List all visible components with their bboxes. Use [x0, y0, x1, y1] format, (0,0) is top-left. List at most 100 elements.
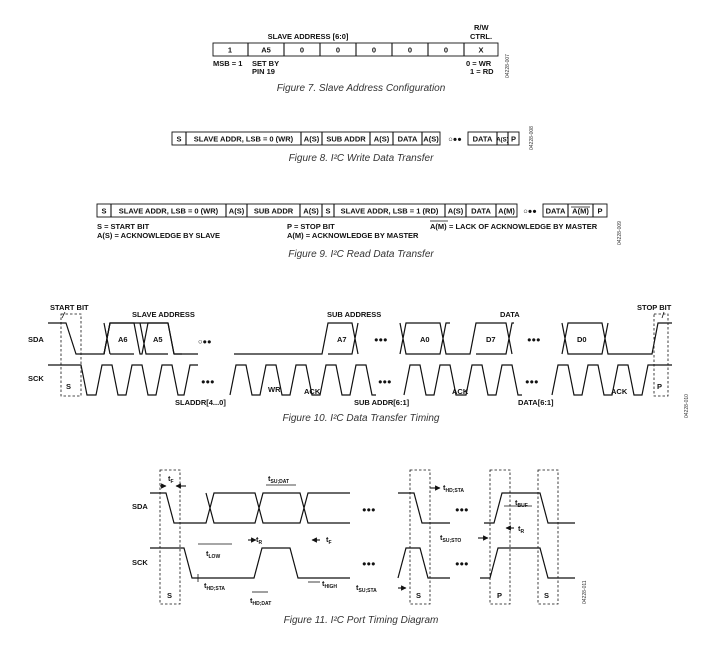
s-label: S [544, 591, 549, 600]
sck-waveform-right [403, 364, 522, 396]
t-su-sto-annotation: tSU;STO [440, 533, 489, 544]
svg-text:tR: tR [518, 524, 525, 535]
frame-cell: A(S) [374, 135, 390, 144]
start-s-label: S [66, 382, 71, 391]
read-frame-left [96, 203, 518, 218]
t-buf-annotation: tBUF [504, 498, 532, 509]
t-r-annotation-2: tR [248, 535, 263, 546]
stop-p-label: P [657, 382, 662, 391]
frame-cell: SLAVE ADDR, LSB = 0 (WR) [119, 207, 219, 216]
sda-label: SDA [132, 502, 148, 511]
bit-label: A7 [337, 335, 347, 344]
frame-ellipsis: ○●● [448, 135, 462, 144]
sck-label: SCK [28, 374, 44, 383]
frame-cell: A(S) [229, 207, 245, 216]
t-f-annotation: tF [160, 474, 186, 489]
frame-cell: SUB ADDR [326, 135, 366, 144]
bit-cell: 1 [228, 46, 232, 55]
address-dividers [247, 43, 465, 56]
svg-text:tHD;STA: tHD;STA [443, 483, 464, 494]
frame-cell: S [325, 207, 330, 216]
msb-note: MSB = 1 [213, 59, 242, 68]
t-su-dat-annotation: tSU;DAT [266, 474, 296, 486]
sda-ellipsis: ●●● [362, 505, 376, 514]
set-by-note-2: PIN 19 [252, 67, 275, 76]
figure-9-read-transfer: S SLAVE ADDR, LSB = 0 (WR) A(S) SUB ADDR… [96, 203, 623, 260]
frame-cell: SUB ADDR [254, 207, 294, 216]
write-frame-right [467, 131, 520, 146]
sda-ellipsis: ●●● [455, 505, 469, 514]
legend-stop-bit: P = STOP BIT [287, 222, 335, 231]
t-hd-sta-annotation-2: tHD;STA [197, 574, 225, 592]
sck-label: SCK [132, 558, 148, 567]
bit-label: A0 [420, 335, 430, 344]
legend-ack-master: A(M) = ACKNOWLEDGE BY MASTER [287, 231, 419, 240]
bit-cell: 0 [372, 46, 376, 55]
svg-text:tBUF: tBUF [515, 498, 528, 509]
slave-address-label: SLAVE ADDRESS [132, 310, 195, 319]
legend-start-bit: S = START BIT [97, 222, 150, 231]
sck-waveform [48, 364, 198, 396]
figure-code: 04228-007 [505, 54, 511, 78]
figure-7-slave-address: SLAVE ADDRESS [6:0] R/W CTRL. 1 A5 0 0 0… [212, 23, 511, 94]
start-window [159, 469, 181, 605]
repeated-start-window [409, 469, 431, 605]
svg-text:tHD;DAT: tHD;DAT [250, 596, 271, 607]
rd-note: 1 = RD [470, 67, 494, 76]
stop-window [489, 469, 511, 605]
t-low-annotation: tLOW [198, 543, 232, 560]
sda-bits-a6-a5 [103, 322, 168, 355]
ack-label: ACK [611, 387, 628, 396]
frame-ellipsis: ○●● [523, 207, 537, 216]
write-frame-left [171, 131, 441, 146]
wr-label: WR [268, 385, 281, 394]
svg-text:tHD;STA: tHD;STA [204, 581, 225, 592]
slave-address-header: SLAVE ADDRESS [6:0] [268, 32, 349, 41]
figure-11-port-timing: SDA SCK S S P S ●●● ●●● ●●● ●●● tF tSU;D… [132, 469, 588, 626]
sck-ellipsis: ●●● [362, 559, 376, 568]
frame-cell: A(S) [303, 207, 319, 216]
sda-a0-d7-d0 [399, 322, 672, 355]
frame-cell: SLAVE ADDR, LSB = 0 (WR) [194, 135, 294, 144]
bit-cell: 0 [336, 46, 340, 55]
data-label: DATA [500, 310, 520, 319]
bit-label: D0 [577, 335, 587, 344]
t-r-annotation: tR [505, 524, 525, 535]
t-high-annotation: tHIGH [308, 579, 337, 590]
sladdr-label: SLADDR[4...0] [175, 398, 226, 407]
sda-label: SDA [28, 335, 44, 344]
frame-cell: A(S) [304, 135, 320, 144]
start-bit-label: START BIT [50, 303, 89, 312]
frame-cell: S [176, 135, 181, 144]
svg-text:tHIGH: tHIGH [322, 579, 337, 590]
sck-waveform-mid [229, 364, 376, 396]
start-condition-window [60, 313, 82, 397]
t-su-sta-annotation: tSU;STA [356, 583, 407, 594]
bit-cell: X [478, 46, 483, 55]
frame-cell: S [101, 207, 106, 216]
stop-bit-label: STOP BIT [637, 303, 672, 312]
rw-header-line1: R/W [474, 23, 490, 32]
figure-10-caption: Figure 10. I²C Data Transfer Timing [283, 413, 440, 424]
svg-text:tR: tR [256, 535, 263, 546]
t-hd-dat-annotation: tHD;DAT [250, 591, 271, 607]
sck-ellipsis: ●●● [378, 377, 392, 386]
sck-waveform [150, 547, 350, 579]
ack-label: ACK [304, 387, 321, 396]
frame-cell: P [511, 135, 516, 144]
legend-nack-text: = LACK OF ACKNOWLEDGE BY MASTER [449, 222, 598, 231]
frame-cell: P [597, 207, 602, 216]
set-by-note-1: SET BY [252, 59, 279, 68]
sck-ellipsis: ●●● [525, 377, 539, 386]
wr-note: 0 = WR [466, 59, 492, 68]
figure-code: 04228-008 [529, 126, 535, 150]
s-label: S [167, 591, 172, 600]
t-f-annotation-2: tF [311, 535, 332, 546]
svg-text:tF: tF [168, 474, 174, 485]
frame-cell: DATA [471, 207, 491, 216]
figure-10-data-transfer-timing: START BIT STOP BIT SLAVE ADDRESS SUB ADD… [28, 303, 690, 424]
legend-nack-symbol: A(M) [430, 222, 447, 231]
figure-8-write-transfer: S SLAVE ADDR, LSB = 0 (WR) A(S) SUB ADDR… [171, 126, 535, 164]
